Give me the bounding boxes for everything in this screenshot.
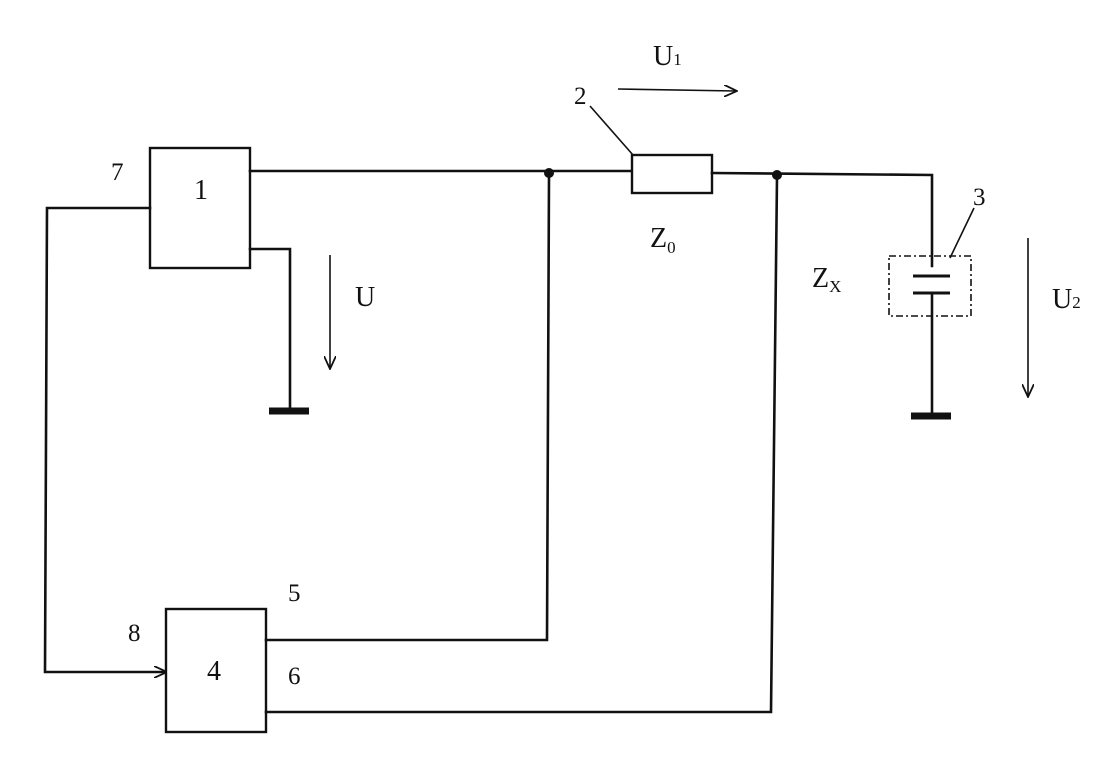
capacitor-enclosure — [888, 255, 972, 317]
block-4-label: 4 — [207, 656, 221, 687]
leader-line-3 — [949, 207, 975, 259]
port-5-label: 5 — [288, 580, 301, 607]
block-1-ground-wire — [248, 247, 292, 412]
block-4 — [164, 607, 268, 734]
block-1-label: 1 — [194, 175, 208, 206]
port-6-label: 6 — [288, 663, 301, 690]
input-wire-5 — [264, 173, 551, 642]
input-wire-6 — [264, 175, 779, 714]
block-1 — [148, 146, 252, 270]
zx-label: ZX — [812, 263, 841, 296]
junction-node-right — [772, 170, 782, 180]
port-8-label: 8 — [128, 620, 141, 647]
port-7-label: 7 — [111, 159, 124, 186]
junction-node-left — [544, 168, 554, 178]
leader-line-2 — [589, 105, 634, 156]
voltage-u1-arrow — [617, 89, 736, 91]
voltage-u2-label: U2 — [1052, 284, 1081, 315]
impedance-z0-resistor — [630, 153, 714, 195]
z0-label: Z0 — [650, 223, 676, 257]
feedback-wire-7-to-8 — [43, 206, 166, 672]
voltage-u1-label: U1 — [653, 41, 682, 72]
element-3-label: 3 — [973, 184, 986, 211]
element-2-label: 2 — [574, 83, 587, 110]
voltage-u-label: U — [355, 282, 375, 313]
top-wire-right — [710, 171, 934, 268]
